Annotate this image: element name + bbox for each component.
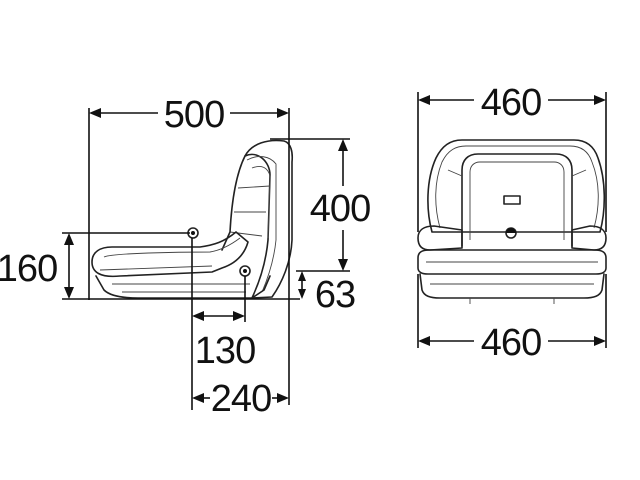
mount-point-dot	[243, 269, 247, 273]
front-seat-cushion	[417, 249, 607, 275]
front-seat-pan	[419, 273, 605, 299]
side-backrest-inner	[246, 156, 277, 293]
front-label-plate	[503, 195, 521, 205]
side-seat-cushion	[91, 231, 249, 278]
side-seat-pan	[95, 275, 271, 299]
side-view-seat	[91, 139, 294, 299]
dim-backrest-height: 400	[310, 188, 370, 230]
front-backrest-outline	[427, 139, 606, 233]
dim-pivot-to-mount: 130	[195, 330, 255, 372]
front-view-seat	[417, 139, 607, 304]
dim-bottom-width: 460	[481, 322, 541, 364]
front-backrest-panel	[461, 153, 573, 247]
dim-top-width: 460	[481, 82, 541, 124]
dim-pivot-offset: 63	[315, 274, 355, 316]
front-view-dimensions: 460 460	[417, 82, 607, 364]
dim-seat-height: 160	[0, 248, 57, 290]
dim-overall-depth: 500	[164, 94, 224, 136]
side-view-dimensions: 500 400 160 63 130 240	[0, 94, 371, 420]
seat-pivot-dot	[191, 231, 195, 235]
dim-mount-to-back: 240	[211, 378, 271, 420]
